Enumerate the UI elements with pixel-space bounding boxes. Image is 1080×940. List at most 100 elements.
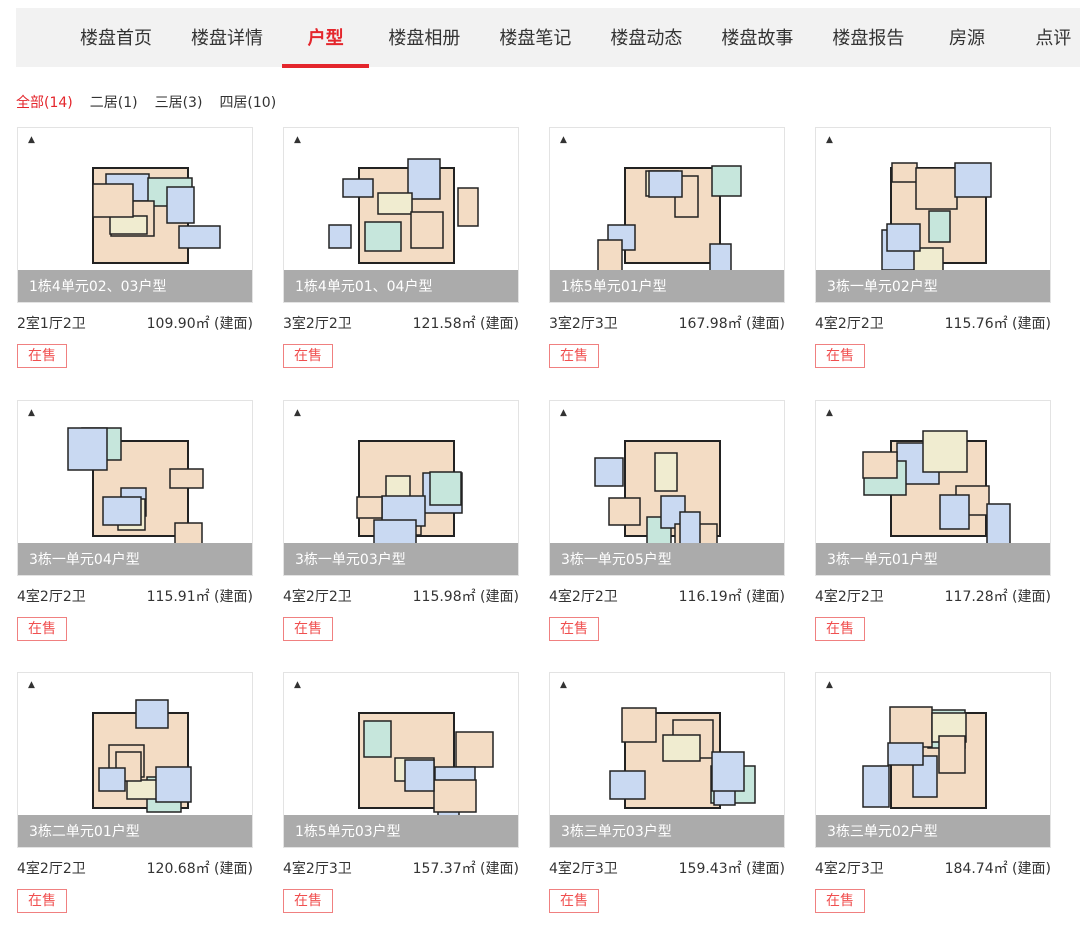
- floor-area: 121.58㎡ (建面): [412, 316, 519, 332]
- tab-bar: 楼盘首页 楼盘详情户型楼盘相册 楼盘笔记 楼盘动态 楼盘故事 楼盘报告 房源 点评: [16, 8, 1080, 68]
- floorplan-card[interactable]: ▲ 3栋一单元04户型 4室2厅2卫 115.91㎡ (建面) 在售: [17, 400, 253, 641]
- svg-text:▲: ▲: [28, 680, 35, 690]
- floor-area: 167.98㎡ (建面): [678, 316, 785, 332]
- floor-area: 159.43㎡ (建面): [678, 861, 785, 877]
- tab-2[interactable]: 户型: [282, 8, 370, 68]
- status-badge: 在售: [17, 344, 67, 368]
- filter-2[interactable]: 三居(3): [154, 95, 203, 111]
- floorplan-image[interactable]: ▲ 1栋5单元01户型: [549, 127, 785, 303]
- svg-text:▲: ▲: [826, 408, 833, 418]
- floorplan-drawing: ▲: [560, 680, 756, 809]
- floorplan-name: 3栋一单元05户型: [550, 543, 784, 575]
- status-badge: 在售: [283, 617, 333, 641]
- floorplan-card[interactable]: ▲ 3栋三单元03户型 4室2厅3卫 159.43㎡ (建面) 在售: [549, 672, 785, 913]
- tab-4[interactable]: 楼盘笔记: [499, 28, 572, 49]
- status-badge: 在售: [283, 344, 333, 368]
- filter-0[interactable]: 全部(14): [16, 95, 73, 111]
- status-badge: 在售: [283, 889, 333, 913]
- svg-text:▲: ▲: [28, 135, 35, 145]
- floorplan-name: 3栋三单元03户型: [550, 815, 784, 847]
- room-layout: 4室2厅2卫: [17, 861, 86, 877]
- floorplan-image[interactable]: ▲ 3栋二单元01户型: [17, 672, 253, 848]
- floorplan-image[interactable]: ▲ 1栋5单元03户型: [283, 672, 519, 848]
- floor-area: 115.98㎡ (建面): [412, 589, 519, 605]
- floorplan-drawing: ▲: [560, 135, 742, 279]
- floorplan-name: 1栋4单元02、03户型: [18, 270, 252, 302]
- svg-text:▲: ▲: [294, 135, 301, 145]
- svg-text:▲: ▲: [294, 408, 301, 418]
- room-layout: 4室2厅3卫: [549, 861, 618, 877]
- floorplan-image[interactable]: ▲ 3栋一单元04户型: [17, 400, 253, 576]
- status-badge: 在售: [815, 617, 865, 641]
- tab-0[interactable]: 楼盘首页: [80, 28, 152, 49]
- floorplan-name: 3栋一单元03户型: [284, 543, 518, 575]
- status-badge: 在售: [17, 617, 67, 641]
- status-badge: 在售: [549, 889, 599, 913]
- floor-area: 184.74㎡ (建面): [944, 861, 1051, 877]
- floorplan-image[interactable]: ▲ 1栋4单元01、04户型: [283, 127, 519, 303]
- svg-text:▲: ▲: [294, 680, 301, 690]
- floorplan-drawing: ▲: [294, 408, 463, 546]
- floor-area: 117.28㎡ (建面): [944, 589, 1051, 605]
- floorplan-card[interactable]: ▲ 3栋一单元03户型 4室2厅2卫 115.98㎡ (建面) 在售: [283, 400, 519, 641]
- floorplan-drawing: ▲: [560, 408, 721, 552]
- floorplan-drawing: ▲: [28, 408, 204, 545]
- room-filter: 全部(14) 二居(1) 三居(3) 四居(10): [16, 92, 276, 112]
- floorplan-drawing: ▲: [28, 135, 221, 264]
- floorplan-name: 3栋一单元01户型: [816, 543, 1050, 575]
- floorplan-image[interactable]: ▲ 3栋一单元01户型: [815, 400, 1051, 576]
- floor-area: 115.91㎡ (建面): [146, 589, 253, 605]
- floorplan-name: 3栋一单元02户型: [816, 270, 1050, 302]
- floorplan-drawing: ▲: [826, 680, 987, 809]
- svg-text:▲: ▲: [826, 135, 833, 145]
- floorplan-drawing: ▲: [826, 408, 1011, 546]
- floorplan-drawing: ▲: [28, 680, 192, 813]
- floorplan-drawing: ▲: [294, 135, 479, 264]
- filter-1[interactable]: 二居(1): [89, 95, 138, 111]
- status-badge: 在售: [17, 889, 67, 913]
- status-badge: 在售: [549, 617, 599, 641]
- status-badge: 在售: [549, 344, 599, 368]
- filter-3[interactable]: 四居(10): [219, 95, 277, 111]
- tab-1[interactable]: 楼盘详情: [191, 28, 263, 49]
- floorplan-name: 3栋三单元02户型: [816, 815, 1050, 847]
- floorplan-name: 1栋5单元03户型: [284, 815, 518, 847]
- floorplan-image[interactable]: ▲ 3栋三单元03户型: [549, 672, 785, 848]
- floorplan-card[interactable]: ▲ 3栋二单元01户型 4室2厅2卫 120.68㎡ (建面) 在售: [17, 672, 253, 913]
- tab-9[interactable]: 点评: [1035, 28, 1072, 49]
- svg-text:▲: ▲: [826, 680, 833, 690]
- tab-7[interactable]: 楼盘报告: [832, 28, 905, 49]
- svg-text:▲: ▲: [560, 135, 567, 145]
- tab-6[interactable]: 楼盘故事: [721, 28, 794, 49]
- svg-text:▲: ▲: [28, 408, 35, 418]
- floorplan-name: 3栋一单元04户型: [18, 543, 252, 575]
- room-layout: 4室2厅3卫: [283, 861, 352, 877]
- tab-5[interactable]: 楼盘动态: [610, 28, 683, 49]
- tab-3[interactable]: 楼盘相册: [388, 28, 461, 49]
- svg-text:▲: ▲: [560, 680, 567, 690]
- tab-8[interactable]: 房源: [948, 28, 985, 49]
- status-badge: 在售: [815, 889, 865, 913]
- room-layout: 4室2厅2卫: [17, 589, 86, 605]
- floorplan-image[interactable]: ▲ 3栋三单元02户型: [815, 672, 1051, 848]
- floorplan-name: 1栋4单元01、04户型: [284, 270, 518, 302]
- floorplan-image[interactable]: ▲ 3栋一单元05户型: [549, 400, 785, 576]
- floor-area: 157.37㎡ (建面): [412, 861, 519, 877]
- room-layout: 4室2厅2卫: [549, 589, 618, 605]
- floorplan-name: 3栋二单元01户型: [18, 815, 252, 847]
- room-layout: 4室2厅2卫: [283, 589, 352, 605]
- floor-area: 115.76㎡ (建面): [944, 316, 1051, 332]
- floorplan-image[interactable]: ▲ 3栋一单元02户型: [815, 127, 1051, 303]
- floorplan-image[interactable]: ▲ 3栋一单元03户型: [283, 400, 519, 576]
- floorplan-image[interactable]: ▲ 1栋4单元02、03户型: [17, 127, 253, 303]
- floorplan-card[interactable]: ▲ 1栋5单元03户型 4室2厅3卫 157.37㎡ (建面) 在售: [283, 672, 519, 913]
- room-layout: 2室1厅2卫: [17, 316, 86, 332]
- floor-area: 120.68㎡ (建面): [146, 861, 253, 877]
